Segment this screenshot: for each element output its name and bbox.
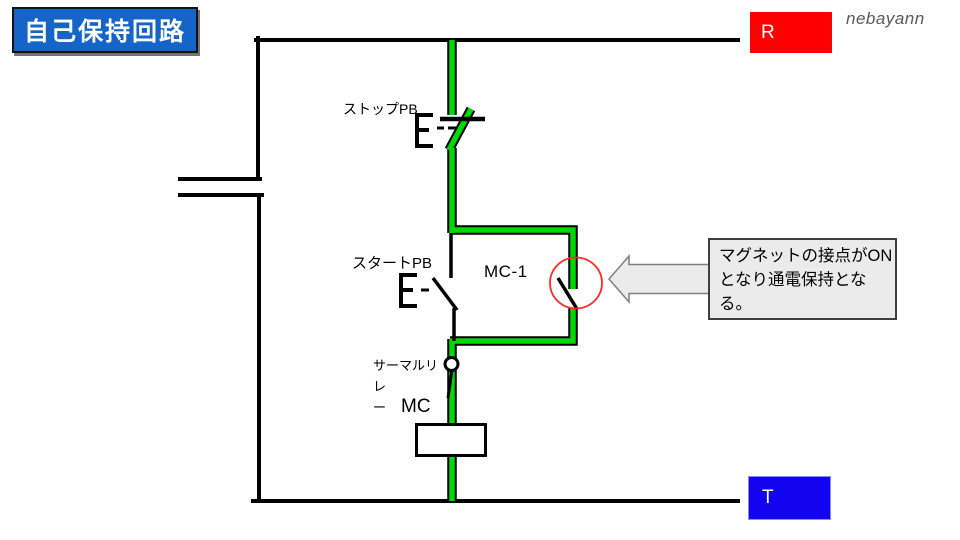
mc1-contact-blade [556,277,579,310]
stop-pb-label: ストップPB [343,101,418,117]
terminal-r-box: R [750,12,832,53]
terminal-t-box: T [748,476,831,520]
start-pb-contact-blade [431,276,459,312]
mc-coil-label: MC [401,396,431,417]
callout-arrow [608,253,710,305]
terminal-t-label: T [762,487,774,508]
highlight-circle [549,256,603,310]
stop-pb-actuator-icon [415,113,433,148]
energized-wire-branch-bottom [450,308,576,344]
energized-outline-branch-bottom [450,308,578,346]
thermal-relay-label: サーマルリレ ー [373,355,443,418]
thermal-relay-label-line2: ー [373,400,387,415]
start-pb-label: スタートPB [352,255,433,272]
thermal-relay-icon [443,356,460,372]
page-title: 自己保持回路 [23,18,186,46]
title-box: 自己保持回路 [12,7,198,53]
callout-text-line3: る。 [719,295,752,313]
watermark-text: nebayann [846,9,925,28]
start-pb-actuator-icon [399,273,417,308]
mc1-contact-label: MC-1 [484,262,528,281]
callout-box: マグネットの接点がON となり通電保持とな る。 [708,238,897,320]
energized-wire-branch-top [450,227,576,289]
mc-coil-symbol [415,423,487,457]
thermal-relay-blade [446,369,454,399]
energized-wire-stop-blade [446,107,474,152]
callout-text-line2: となり通電保持とな [719,271,867,289]
thermal-relay-label-line1: サーマルリレ [373,358,439,394]
terminal-r-label: R [761,21,775,43]
callout-text-line1: マグネットの接点がON [719,247,893,265]
